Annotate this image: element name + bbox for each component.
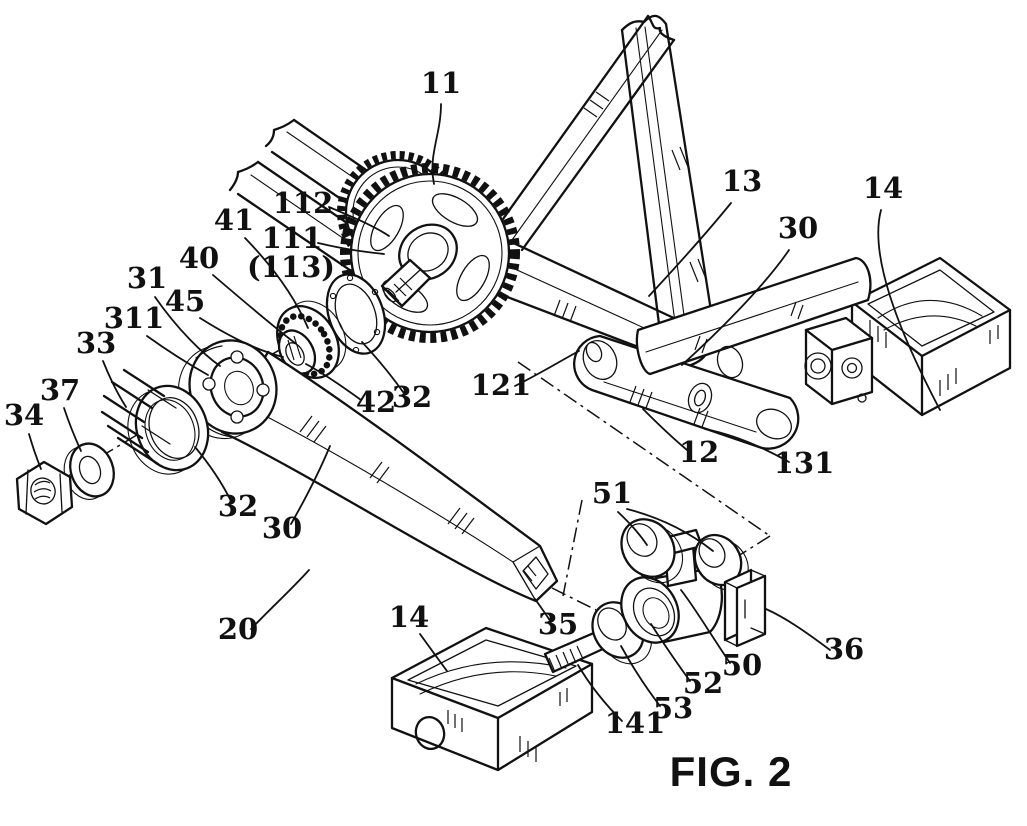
spindle-bracket-drawing xyxy=(804,316,874,406)
leader-line xyxy=(704,428,790,463)
washer-drawing xyxy=(63,442,115,500)
part-ref-label: 33 xyxy=(76,326,116,360)
leader-line xyxy=(317,242,385,255)
leader-line xyxy=(620,645,661,707)
part-ref-label: 14 xyxy=(389,600,429,634)
part-ref-label: 34 xyxy=(4,398,44,432)
part-ref-label: 12 xyxy=(679,435,719,469)
leader-line xyxy=(642,408,688,451)
part-ref-label: 50 xyxy=(722,648,762,682)
leader-line xyxy=(154,296,221,367)
leader-line xyxy=(250,569,310,630)
leader-line xyxy=(431,103,442,185)
leader-line xyxy=(765,608,831,651)
leader-line xyxy=(626,508,714,552)
part-ref-label: 30 xyxy=(262,511,302,545)
leader-line xyxy=(361,341,404,393)
part-ref-label: 30 xyxy=(778,211,818,245)
leader-line xyxy=(534,598,552,623)
leader-line xyxy=(63,407,82,452)
part-ref-label: 112 xyxy=(273,186,334,220)
leader-line xyxy=(146,335,209,376)
part-ref-label: 41 xyxy=(214,203,254,237)
leader-line xyxy=(212,274,296,344)
leader-line xyxy=(650,623,691,682)
leader-line xyxy=(199,317,284,358)
part-ref-label: 121 xyxy=(471,368,532,402)
part-ref-label: 32 xyxy=(218,489,258,523)
leader-line xyxy=(244,237,309,329)
part-ref-label: 14 xyxy=(863,171,903,205)
part-ref-label: 53 xyxy=(653,691,693,725)
part-ref-label: 40 xyxy=(179,241,219,275)
leader-line xyxy=(577,664,623,722)
part-ref-label: 13 xyxy=(722,164,762,198)
leader-line xyxy=(419,633,448,672)
part-ref-label: 52 xyxy=(683,666,723,700)
leader-line xyxy=(617,511,648,546)
part-ref-label: 11 xyxy=(421,66,461,100)
swing-link-drawing xyxy=(573,334,800,450)
part-ref-label: 45 xyxy=(165,284,205,318)
part-ref-label: 32 xyxy=(392,380,432,414)
part-ref-label: 20 xyxy=(218,612,258,646)
leader-line xyxy=(877,209,941,411)
crank-arm-right-drawing xyxy=(635,256,872,379)
leader-line xyxy=(290,445,331,525)
leader-line xyxy=(102,360,127,408)
leader-line xyxy=(514,350,580,387)
leader-line xyxy=(680,589,731,664)
part-ref-label: 36 xyxy=(824,632,864,666)
part-ref-label: 111 xyxy=(262,221,323,255)
leader-line xyxy=(648,202,732,297)
leader-line xyxy=(28,433,42,470)
part-ref-label: 311 xyxy=(104,301,165,335)
leader-line xyxy=(681,249,790,366)
part-ref-label: 37 xyxy=(40,373,80,407)
crank-spindle-drawing xyxy=(380,223,458,308)
part-ref-label: 35 xyxy=(538,607,578,641)
leader-line xyxy=(194,446,232,502)
pin-ring-drawing xyxy=(100,368,210,475)
part-ref-label: 42 xyxy=(356,385,396,419)
cap-36-drawing xyxy=(723,568,767,648)
leader-line xyxy=(328,206,390,237)
crank-arm-left-drawing xyxy=(177,339,559,603)
figure-caption: FIG. 2 xyxy=(670,748,793,795)
part-ref-label: 51 xyxy=(592,476,632,510)
bearing-51-left-drawing xyxy=(620,518,684,584)
part-ref-label: 31 xyxy=(127,261,167,295)
part-ref-label: 141 xyxy=(605,706,666,740)
part-ref-label: 131 xyxy=(774,446,835,480)
leader-line xyxy=(305,363,362,401)
frame-tubes-right-drawing xyxy=(466,14,716,368)
retainer-ring-drawing xyxy=(325,273,387,355)
nut-drawing xyxy=(15,460,74,526)
